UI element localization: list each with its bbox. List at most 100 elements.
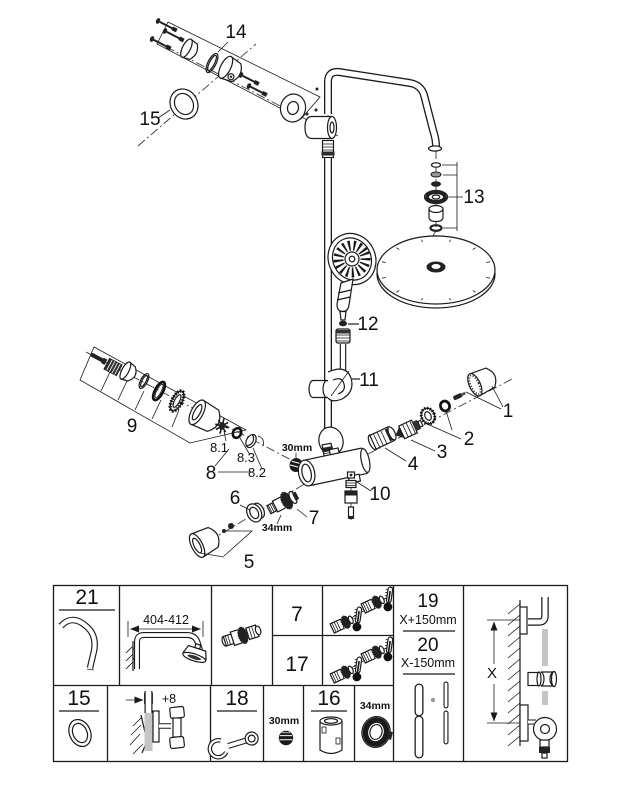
open-end-wrench-icon — [207, 731, 259, 760]
cup-icon — [119, 361, 137, 382]
coupling-adapter-icon — [221, 624, 262, 647]
projection-dimension: +8 — [162, 692, 176, 706]
wall-projection-icon — [129, 691, 185, 755]
part-label-3: 3 — [437, 442, 448, 463]
part-label-7: 7 — [309, 508, 320, 529]
cell-21-label: 21 — [75, 586, 98, 609]
part-11-shower-holder: 11 — [308, 368, 379, 402]
table-cell-17: 17 — [285, 635, 396, 686]
part-14-wall-union-group: 14 15 — [139, 18, 321, 130]
mounting-screw-icon — [155, 18, 178, 33]
part-label-9: 9 — [127, 416, 138, 437]
hand-shower-handle — [336, 278, 354, 313]
mounting-screw-icon — [149, 36, 172, 51]
table-cell-16: 16 — [311, 687, 347, 755]
part-15-seal-ring — [169, 88, 199, 120]
o-ring-8-3-icon — [231, 426, 243, 440]
cell-20-label: 20 — [417, 635, 438, 656]
part-label-10: 10 — [369, 484, 390, 505]
part-2-o-ring — [439, 399, 451, 413]
table-cell-30mm: 30mm — [269, 715, 299, 746]
ribbed-ring-icon — [168, 389, 186, 413]
mounting-screw-icon — [162, 28, 185, 43]
wrench-size-30-label: 30mm — [282, 442, 312, 454]
union-o-ring-icon — [205, 52, 219, 74]
cap-8-2-icon — [245, 433, 257, 449]
part-12-connector: 12 — [335, 314, 379, 374]
part-label-8: 8 — [206, 463, 217, 484]
union-cap-icon — [180, 38, 199, 61]
parts-1-to-4-group: 1 2 3 4 — [367, 367, 514, 475]
screw-bit-icon — [90, 353, 108, 365]
cell-18-label: 18 — [225, 687, 248, 710]
main-exploded-view: 13 — [79, 18, 515, 573]
riser-adapter — [321, 139, 335, 159]
cell-15-label: 15 — [67, 687, 90, 710]
part-4-compression-joint — [367, 426, 397, 451]
o-ring-large-icon — [151, 380, 167, 402]
part-3-cartridge — [395, 419, 424, 440]
part-label-15: 15 — [139, 109, 160, 130]
wall-installation-height-icon — [519, 597, 558, 759]
part-label-11: 11 — [359, 370, 379, 391]
part-6-flange — [246, 502, 266, 523]
wall-mounted-shower-arm-icon — [125, 632, 207, 671]
mounting-screw-icon — [246, 83, 268, 97]
cell-34mm-label: 34mm — [360, 700, 390, 712]
table-cell-x-height: X — [487, 597, 558, 759]
part-2-ribbed-cap — [419, 406, 437, 426]
arm-length-dimension: 404-412 — [143, 613, 189, 627]
part-label-1: 1 — [503, 401, 514, 422]
part-label-12: 12 — [357, 314, 378, 335]
part-label-8-2: 8.2 — [248, 465, 266, 480]
table-cell-arm-dimension: 404-412 — [125, 613, 207, 671]
part-9-handle-group: 9 — [79, 346, 248, 444]
knob-screw-icon — [453, 391, 466, 401]
cell-19-label: 19 — [417, 591, 438, 612]
part-8-group: 8.1 8.3 8.2 8 — [206, 418, 266, 484]
cell-30mm-label: 30mm — [269, 715, 299, 727]
sleeve-cartridge-icon — [319, 716, 343, 755]
oval-seal-ring-icon — [68, 718, 92, 748]
spec-table: 21 404-412 — [52, 584, 569, 763]
table-cell-18: 18 — [207, 687, 259, 760]
thermostat-valve-assembly: 10 — [297, 426, 391, 519]
hand-shower — [327, 232, 377, 321]
table-cell-19-20: 19 X+150mm 20 X-150mm — [399, 591, 457, 759]
part-label-13: 13 — [463, 187, 484, 208]
part-label-8-3: 8.3 — [237, 450, 255, 465]
handle-knob-icon — [188, 399, 221, 432]
table-cell-7: 7 — [291, 585, 396, 636]
part-5-escutcheon — [188, 526, 220, 558]
cell-17-label: 17 — [285, 653, 308, 676]
wrench-size-34-label: 34mm — [262, 522, 292, 534]
wall-escutcheon-icon — [279, 93, 307, 123]
union-body-icon — [218, 55, 242, 83]
table-cell-34mm: 34mm — [360, 700, 393, 749]
x-dimension-label: X — [487, 665, 497, 682]
cell-19-dimension: X+150mm — [399, 613, 456, 627]
table-cell-plus8: +8 — [126, 691, 185, 755]
table-cell-21: 21 — [58, 586, 115, 671]
part-label-5: 5 — [244, 552, 255, 573]
part-label-2: 2 — [464, 429, 475, 450]
parts-5-6-7-group: 6 34mm 7 5 — [188, 488, 320, 573]
rain-shower-head — [376, 235, 496, 309]
cell-7-label: 7 — [291, 603, 303, 626]
part-label-14: 14 — [225, 22, 247, 43]
part-7-adapter — [266, 490, 300, 515]
curved-shower-arm-icon — [58, 616, 98, 671]
part-1-knob — [467, 367, 497, 397]
tee-connector — [304, 115, 338, 140]
o-ring-icon — [138, 372, 150, 390]
mounting-screw-icon — [238, 72, 260, 86]
ring-nut-icon — [361, 715, 393, 749]
star-washer-icon — [215, 418, 229, 434]
cell-16-label: 16 — [317, 687, 340, 710]
hex-nut-icon — [278, 730, 294, 746]
extension-pipe-icon — [414, 681, 449, 759]
part-label-4: 4 — [408, 454, 419, 475]
part-label-6: 6 — [230, 488, 241, 509]
